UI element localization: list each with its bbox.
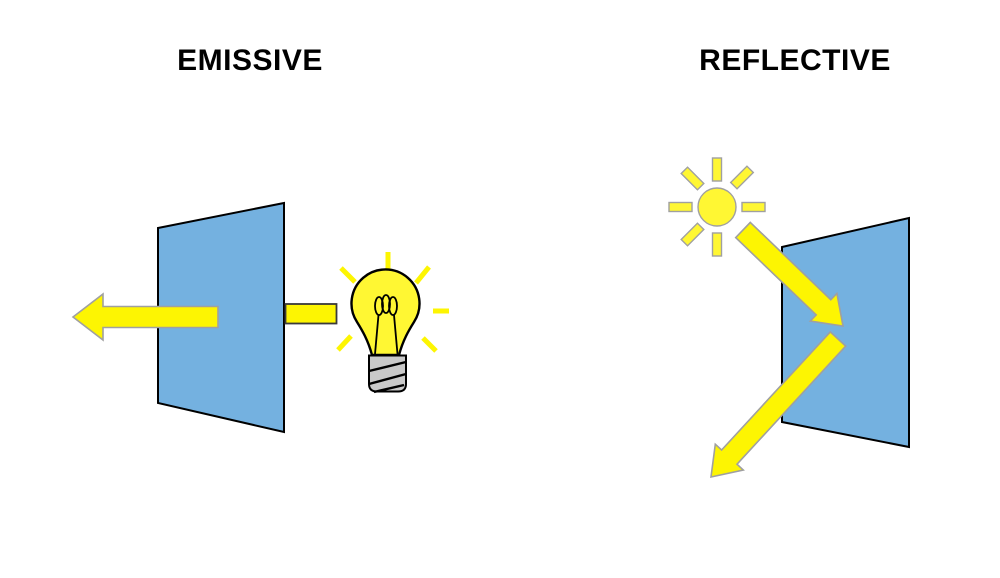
sun-ray-top-left [680, 166, 705, 191]
emissive-display-panel [157, 201, 285, 434]
backlight-beam [284, 303, 338, 325]
screw-thread [368, 372, 407, 386]
reflective-title: REFLECTIVE [699, 44, 891, 77]
bulb-ray-top-right [414, 265, 431, 285]
screw-thread [373, 383, 405, 394]
sun-ray-left [668, 201, 693, 213]
sun-ray-bottom-left [680, 222, 705, 247]
filament-coil [388, 296, 398, 316]
reflected-light-arrow [710, 330, 847, 479]
sun-ray-right [741, 201, 766, 213]
emissive-title: EMISSIVE [177, 44, 323, 77]
lightbulb-icon [336, 252, 449, 394]
filament-leg-right [393, 314, 399, 355]
sun-ray-top [711, 157, 723, 182]
emissive-diagram [71, 201, 449, 434]
filament-coil [374, 296, 384, 316]
incident-light-arrow [734, 221, 844, 327]
sun-icon [668, 157, 766, 257]
screw-thread [368, 360, 407, 373]
reflective-display-panel [781, 216, 910, 449]
emitted-light-arrow [71, 292, 219, 342]
bulb-ray-top-left [339, 266, 357, 284]
filament-leg-left [374, 314, 380, 355]
bulb-ray-bottom-right [421, 336, 438, 353]
sun-disc [697, 187, 737, 227]
reflective-diagram [668, 157, 910, 479]
sun-ray-top-right [729, 165, 755, 190]
filament-coil [381, 294, 391, 314]
bulb-ray-bottom-left [336, 334, 353, 352]
sun-ray-bottom [711, 232, 723, 257]
